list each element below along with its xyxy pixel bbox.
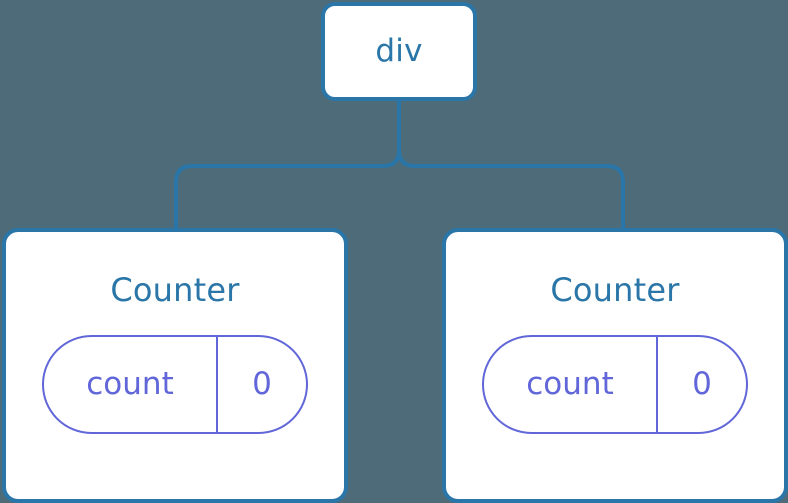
node-counter-right[interactable]: Counter count 0 [442, 228, 788, 503]
node-root-label: div [375, 33, 423, 69]
node-counter-left[interactable]: Counter count 0 [2, 228, 348, 503]
node-counter-left-label: Counter [110, 271, 240, 309]
state-pill-right[interactable]: count 0 [482, 335, 748, 434]
state-value-left: 0 [252, 366, 272, 402]
state-pill-left[interactable]: count 0 [42, 335, 308, 434]
state-key-right: count [484, 337, 658, 432]
state-key-left: count [44, 337, 218, 432]
node-counter-right-label: Counter [550, 271, 680, 309]
edge-root-to-left-counter [174, 99, 401, 230]
state-value-right: 0 [692, 366, 712, 402]
node-root-div[interactable]: div [321, 2, 477, 101]
edge-root-to-right-counter [397, 99, 625, 230]
